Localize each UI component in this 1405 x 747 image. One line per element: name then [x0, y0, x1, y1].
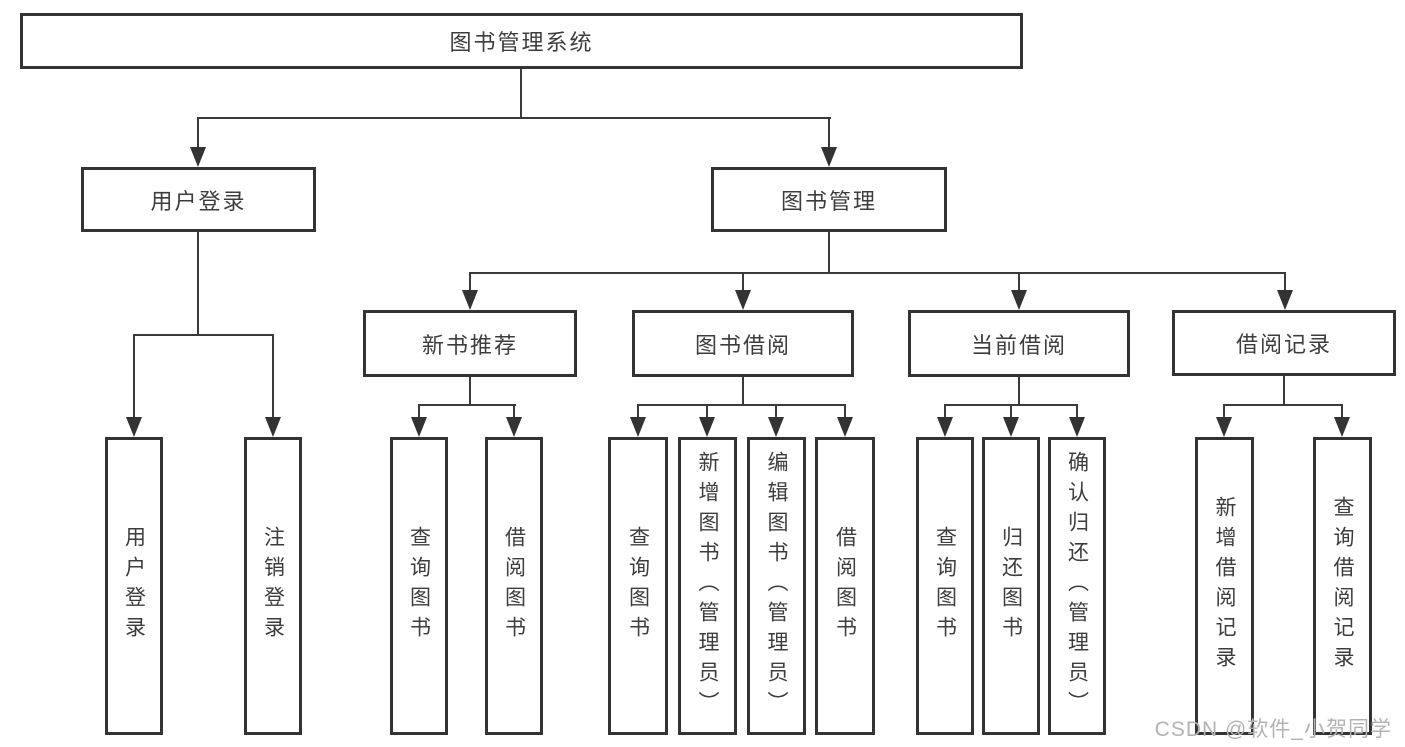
leaf-logout: 注销登录: [244, 437, 302, 735]
arrowhead-book-borrow: [735, 290, 751, 310]
leaf-query-record: 查询借阅记录: [1313, 437, 1372, 735]
arrowhead-leaf-add-book: [699, 417, 715, 437]
arrowhead-leaf-user-login: [126, 417, 142, 437]
leaf-confirm-return-label: 确认归还（管理员）: [1065, 451, 1089, 721]
arrowhead-leaf-confirm-return: [1069, 417, 1085, 437]
connector-current-borrow-stem: [1018, 377, 1020, 406]
connector-to-leaf-query-record: [1341, 404, 1343, 420]
connector-to-leaf-query-book-1: [418, 404, 420, 420]
leaf-add-book-label: 新增图书（管理员）: [696, 451, 719, 721]
node-new-book-rec: 新书推荐: [363, 310, 577, 377]
leaf-borrow-book-2-label: 借阅图书: [833, 526, 857, 646]
node-user-login-label: 用户登录: [150, 188, 247, 214]
leaf-query-book-2: 查询图书: [608, 437, 668, 735]
connector-book-mgmt-stem: [828, 232, 830, 274]
connector-root-to-user-login: [197, 117, 199, 150]
connector-to-leaf-query-book-3: [944, 404, 946, 420]
connector-user-login-stem: [197, 232, 199, 336]
connector-to-leaf-borrow-book-2: [844, 404, 846, 420]
connector-borrow-records-stem: [1283, 376, 1285, 406]
leaf-edit-book: 编辑图书（管理员）: [747, 437, 806, 735]
node-user-login: 用户登录: [81, 167, 316, 232]
connector-to-leaf-borrow-book-1: [513, 404, 515, 420]
node-borrow-records: 借阅记录: [1172, 310, 1396, 376]
connector-book-borrow-rail: [637, 404, 846, 406]
node-book-mgmt: 图书管理: [711, 167, 947, 232]
connector-borrow-records-rail: [1223, 404, 1343, 406]
leaf-borrow-book-2: 借阅图书: [815, 437, 875, 735]
node-new-book-rec-label: 新书推荐: [421, 332, 518, 358]
arrowhead-current-borrow: [1011, 290, 1027, 310]
connector-book-mgmt-rail: [469, 272, 1286, 274]
arrowhead-leaf-borrow-book-1: [506, 417, 522, 437]
leaf-logout-label: 注销登录: [261, 526, 285, 646]
arrowhead-leaf-add-record: [1216, 417, 1232, 437]
leaf-user-login: 用户登录: [105, 437, 163, 735]
connector-to-leaf-add-record: [1223, 404, 1225, 420]
arrowhead-leaf-edit-book: [768, 417, 784, 437]
leaf-add-book: 新增图书（管理员）: [678, 437, 737, 735]
connector-new-book-rec-stem: [469, 377, 471, 406]
leaf-query-book-3: 查询图书: [916, 437, 974, 735]
leaf-query-book-3-label: 查询图书: [933, 526, 957, 646]
connector-to-leaf-return-book: [1010, 404, 1012, 420]
arrowhead-borrow-records: [1277, 290, 1293, 310]
leaf-edit-book-label: 编辑图书（管理员）: [765, 451, 788, 721]
arrowhead-leaf-query-book-3: [937, 417, 953, 437]
arrowhead-leaf-return-book: [1003, 417, 1019, 437]
leaf-borrow-book-1-label: 借阅图书: [502, 526, 526, 646]
arrowhead-leaf-logout: [265, 417, 281, 437]
csdn-watermark: CSDN @软件_小贺同学: [1154, 718, 1392, 741]
node-root: 图书管理系统: [20, 13, 1023, 69]
node-current-borrow: 当前借阅: [908, 310, 1130, 377]
connector-root-rail: [197, 117, 831, 119]
connector-book-borrow-stem: [742, 377, 744, 406]
leaf-query-book-1: 查询图书: [390, 437, 448, 735]
leaf-confirm-return: 确认归还（管理员）: [1048, 437, 1106, 735]
node-book-borrow-label: 图书借阅: [694, 332, 791, 358]
leaf-borrow-book-1: 借阅图书: [485, 437, 543, 735]
connector-new-book-rec-rail: [418, 404, 516, 406]
arrowhead-leaf-query-book-2: [630, 417, 646, 437]
connector-to-borrow-records: [1284, 272, 1286, 294]
connector-user-login-rail: [133, 334, 274, 336]
connector-to-book-borrow: [742, 272, 744, 294]
leaf-add-record: 新增借阅记录: [1195, 437, 1254, 735]
connector-to-leaf-query-book-2: [637, 404, 639, 420]
node-book-borrow: 图书借阅: [632, 310, 854, 377]
leaf-query-book-1-label: 查询图书: [407, 526, 431, 646]
connector-to-leaf-user-login: [133, 334, 135, 420]
arrowhead-user-login: [190, 147, 206, 167]
leaf-return-book: 归还图书: [982, 437, 1040, 735]
leaf-return-book-label: 归还图书: [999, 526, 1023, 646]
node-book-mgmt-label: 图书管理: [780, 188, 877, 214]
connector-to-current-borrow: [1018, 272, 1020, 294]
connector-root-to-book-mgmt: [828, 117, 830, 150]
leaf-query-book-2-label: 查询图书: [626, 526, 650, 646]
arrowhead-leaf-borrow-book-2: [837, 417, 853, 437]
arrowhead-leaf-query-book-1: [411, 417, 427, 437]
node-current-borrow-label: 当前借阅: [970, 332, 1067, 358]
connector-to-new-book-rec: [469, 272, 471, 294]
leaf-user-login-label: 用户登录: [122, 526, 146, 646]
arrowhead-leaf-query-record: [1334, 417, 1350, 437]
connector-root-stem: [520, 69, 522, 118]
node-borrow-records-label: 借阅记录: [1235, 332, 1332, 357]
node-root-label: 图书管理系统: [449, 30, 594, 55]
connector-to-leaf-logout: [272, 334, 274, 420]
connector-to-leaf-edit-book: [775, 404, 777, 420]
leaf-add-record-label: 新增借阅记录: [1213, 496, 1236, 676]
arrowhead-book-mgmt: [821, 147, 837, 167]
connector-to-leaf-confirm-return: [1076, 404, 1078, 420]
arrowhead-new-book-rec: [462, 290, 478, 310]
connector-to-leaf-add-book: [706, 404, 708, 420]
leaf-query-record-label: 查询借阅记录: [1331, 496, 1354, 676]
